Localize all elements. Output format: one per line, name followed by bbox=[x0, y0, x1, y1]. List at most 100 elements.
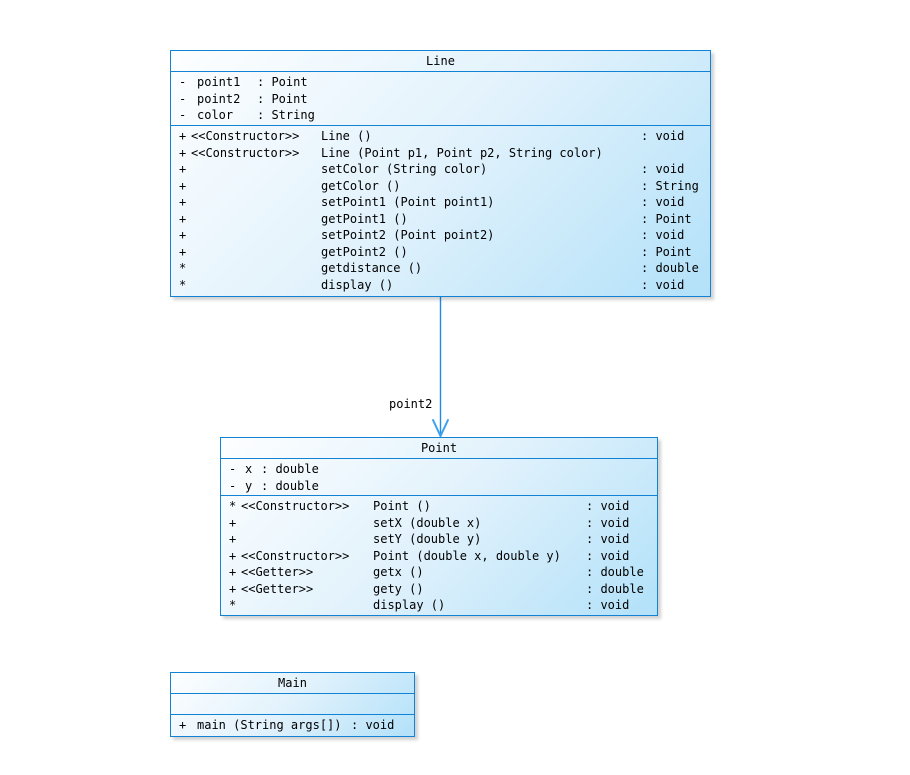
method-row: + setColor (String color) : void bbox=[179, 161, 710, 178]
method-signature: Line (Point p1, Point p2, String color) bbox=[321, 145, 603, 160]
method-returns: : void bbox=[586, 515, 630, 530]
method-row: +setPoint2 (Point point2): void bbox=[179, 227, 710, 244]
connector-role-label: point2 bbox=[389, 397, 433, 411]
method-stereotype: <<Constructor>> bbox=[191, 129, 300, 143]
method-signature: Point () bbox=[373, 499, 431, 513]
method-stereotype bbox=[191, 227, 321, 244]
attr-name: point1 bbox=[197, 75, 241, 89]
attributes-section-main bbox=[171, 694, 414, 715]
method-stereotype bbox=[191, 260, 321, 277]
method-stereotype bbox=[191, 194, 321, 211]
attributes-section-point: -x: double -y: double bbox=[221, 459, 657, 496]
method-row: +<<Constructor>>Line (Point p1, Point p2… bbox=[179, 145, 710, 162]
attr-name: color bbox=[197, 108, 234, 122]
method-visibility: + bbox=[179, 211, 187, 226]
method-returns: : void bbox=[351, 718, 395, 732]
method-returns: : void bbox=[586, 598, 630, 612]
method-returns: : double bbox=[586, 581, 644, 596]
method-row: +getPoint1 (): Point bbox=[179, 211, 710, 228]
class-box-point[interactable]: Point -x: double -y: double * <<Construct… bbox=[220, 437, 658, 616]
methods-section-main: +main (String args[]): void bbox=[171, 715, 414, 736]
attribute-row: -x: double bbox=[229, 461, 657, 478]
method-signature: setColor (String color) bbox=[321, 162, 488, 176]
method-visibility: + bbox=[179, 178, 187, 193]
method-stereotype bbox=[191, 277, 321, 294]
method-signature: getx () bbox=[373, 565, 424, 579]
method-signature: setY (double y) bbox=[373, 532, 482, 546]
method-row: * display () : void bbox=[229, 597, 657, 614]
method-signature: getColor () bbox=[321, 178, 401, 193]
method-row: +main (String args[]): void bbox=[179, 717, 414, 734]
method-visibility: + bbox=[179, 195, 187, 209]
attr-type: : double bbox=[261, 462, 319, 476]
method-returns: : double bbox=[586, 565, 644, 579]
method-signature: setPoint1 (Point point1) bbox=[321, 195, 495, 209]
method-row: +setX (double x): void bbox=[229, 515, 657, 532]
attr-visibility: - bbox=[229, 478, 237, 493]
method-signature: Line () bbox=[321, 129, 372, 143]
attr-type: : String bbox=[257, 108, 315, 122]
method-returns: : void bbox=[641, 129, 685, 143]
attr-type: : Point bbox=[257, 91, 308, 106]
attr-visibility: - bbox=[179, 108, 187, 122]
method-signature: setX (double x) bbox=[373, 515, 482, 530]
method-stereotype bbox=[191, 211, 321, 228]
method-returns: : void bbox=[586, 532, 630, 546]
method-returns: : void bbox=[641, 228, 685, 242]
class-box-line[interactable]: Line -point1: Point -point2: Point -colo… bbox=[170, 50, 711, 297]
attr-visibility: - bbox=[229, 462, 237, 476]
method-visibility: * bbox=[179, 261, 187, 275]
class-title-line: Line bbox=[171, 51, 710, 72]
method-returns: : String bbox=[641, 178, 699, 193]
method-row: *display (): void bbox=[179, 277, 710, 294]
method-visibility: + bbox=[179, 162, 187, 176]
methods-section-point: * <<Constructor>> Point () : void + setX (do… bbox=[221, 496, 657, 616]
method-stereotype bbox=[191, 178, 321, 195]
method-visibility: + bbox=[179, 244, 187, 259]
method-stereotype bbox=[191, 244, 321, 261]
method-signature: gety () bbox=[373, 581, 424, 596]
attr-type: : Point bbox=[257, 75, 308, 89]
attributes-section-line: -point1: Point -point2: Point -color: St… bbox=[171, 72, 710, 126]
method-returns bbox=[641, 145, 710, 162]
method-returns: : void bbox=[641, 277, 685, 292]
method-row: +<<Constructor>>Point (double x, double … bbox=[229, 548, 657, 565]
method-signature: Point (double x, double y) bbox=[373, 548, 561, 563]
attr-visibility: - bbox=[179, 91, 187, 106]
method-visibility: * bbox=[229, 598, 237, 612]
method-returns: : Point bbox=[641, 244, 692, 259]
method-signature: getPoint1 () bbox=[321, 211, 408, 226]
method-returns: : void bbox=[586, 499, 630, 513]
method-signature: setPoint2 (Point point2) bbox=[321, 228, 495, 242]
method-row: + setY (double y) : void bbox=[229, 531, 657, 548]
method-signature: display () bbox=[321, 277, 394, 292]
attr-visibility: - bbox=[179, 75, 187, 89]
method-signature: display () bbox=[373, 598, 446, 612]
method-visibility: + bbox=[179, 129, 187, 143]
method-row: *<<Constructor>>Point (): void bbox=[229, 498, 657, 515]
method-row: + getColor () : String bbox=[179, 178, 710, 195]
method-returns: : void bbox=[586, 548, 630, 563]
method-stereotype bbox=[241, 531, 373, 548]
class-title-main: Main bbox=[171, 673, 414, 694]
class-box-main[interactable]: Main +main (String args[]): void bbox=[170, 672, 415, 737]
method-stereotype bbox=[241, 515, 373, 532]
method-stereotype: <<Getter>> bbox=[241, 565, 314, 579]
method-visibility: + bbox=[229, 581, 237, 596]
attr-type: : double bbox=[261, 478, 319, 493]
method-visibility: + bbox=[229, 532, 237, 546]
method-signature: getdistance () bbox=[321, 261, 423, 275]
method-visibility: + bbox=[179, 145, 187, 160]
method-returns: : void bbox=[641, 162, 685, 176]
attribute-row: -color : String bbox=[179, 107, 710, 124]
method-signature: getPoint2 () bbox=[321, 244, 408, 259]
arrowhead-icon bbox=[432, 419, 449, 439]
methods-section-line: + <<Constructor>> Line () : void +<<Constru… bbox=[171, 126, 710, 297]
method-row: +<<Getter>>getx (): double bbox=[229, 564, 657, 581]
method-row: +setPoint1 (Point point1): void bbox=[179, 194, 710, 211]
method-row: *getdistance (): double bbox=[179, 260, 710, 277]
method-row: + getPoint2 () : Point bbox=[179, 244, 710, 261]
method-stereotype: <<Constructor>> bbox=[241, 499, 350, 513]
class-title-point: Point bbox=[221, 438, 657, 459]
method-signature: main (String args[]) bbox=[197, 718, 342, 732]
